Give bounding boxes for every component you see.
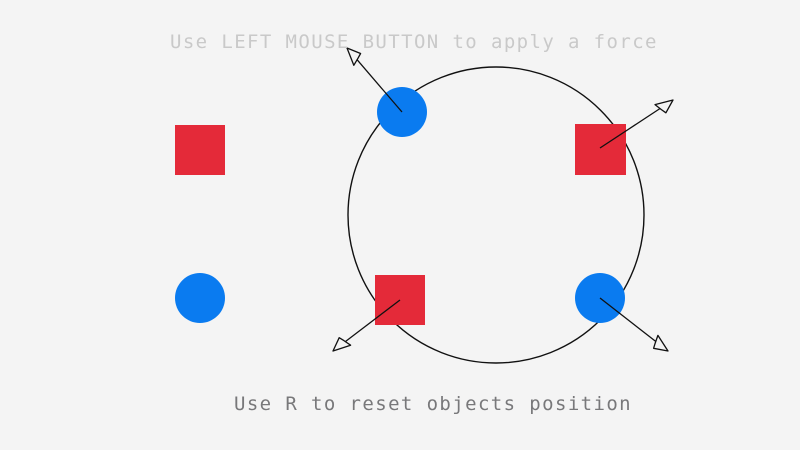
force-arrow-square-bottom [332,299,401,352]
boundary-circle [347,66,645,364]
hint-apply-force: Use LEFT MOUSE BUTTON to apply a force [170,31,658,53]
body-circle-left[interactable] [175,273,225,323]
arrow-head-icon [654,99,674,114]
body-square-top-right[interactable] [575,124,626,175]
body-square-left[interactable] [175,125,225,175]
force-arrow-circle-top [346,47,403,113]
force-arrow-square-top-right [599,99,674,149]
arrow-head-icon [332,337,352,352]
hint-reset-objects: Use R to reset objects position [234,393,633,415]
arrow-shaft-icon [599,106,663,149]
arrow-head-icon [652,334,669,352]
arrow-head-icon [346,47,362,66]
arrow-shaft-icon [599,297,659,344]
force-arrow-circle-bottom-right [599,297,669,352]
arrow-shaft-icon [342,299,401,344]
arrow-shaft-icon [354,57,403,113]
